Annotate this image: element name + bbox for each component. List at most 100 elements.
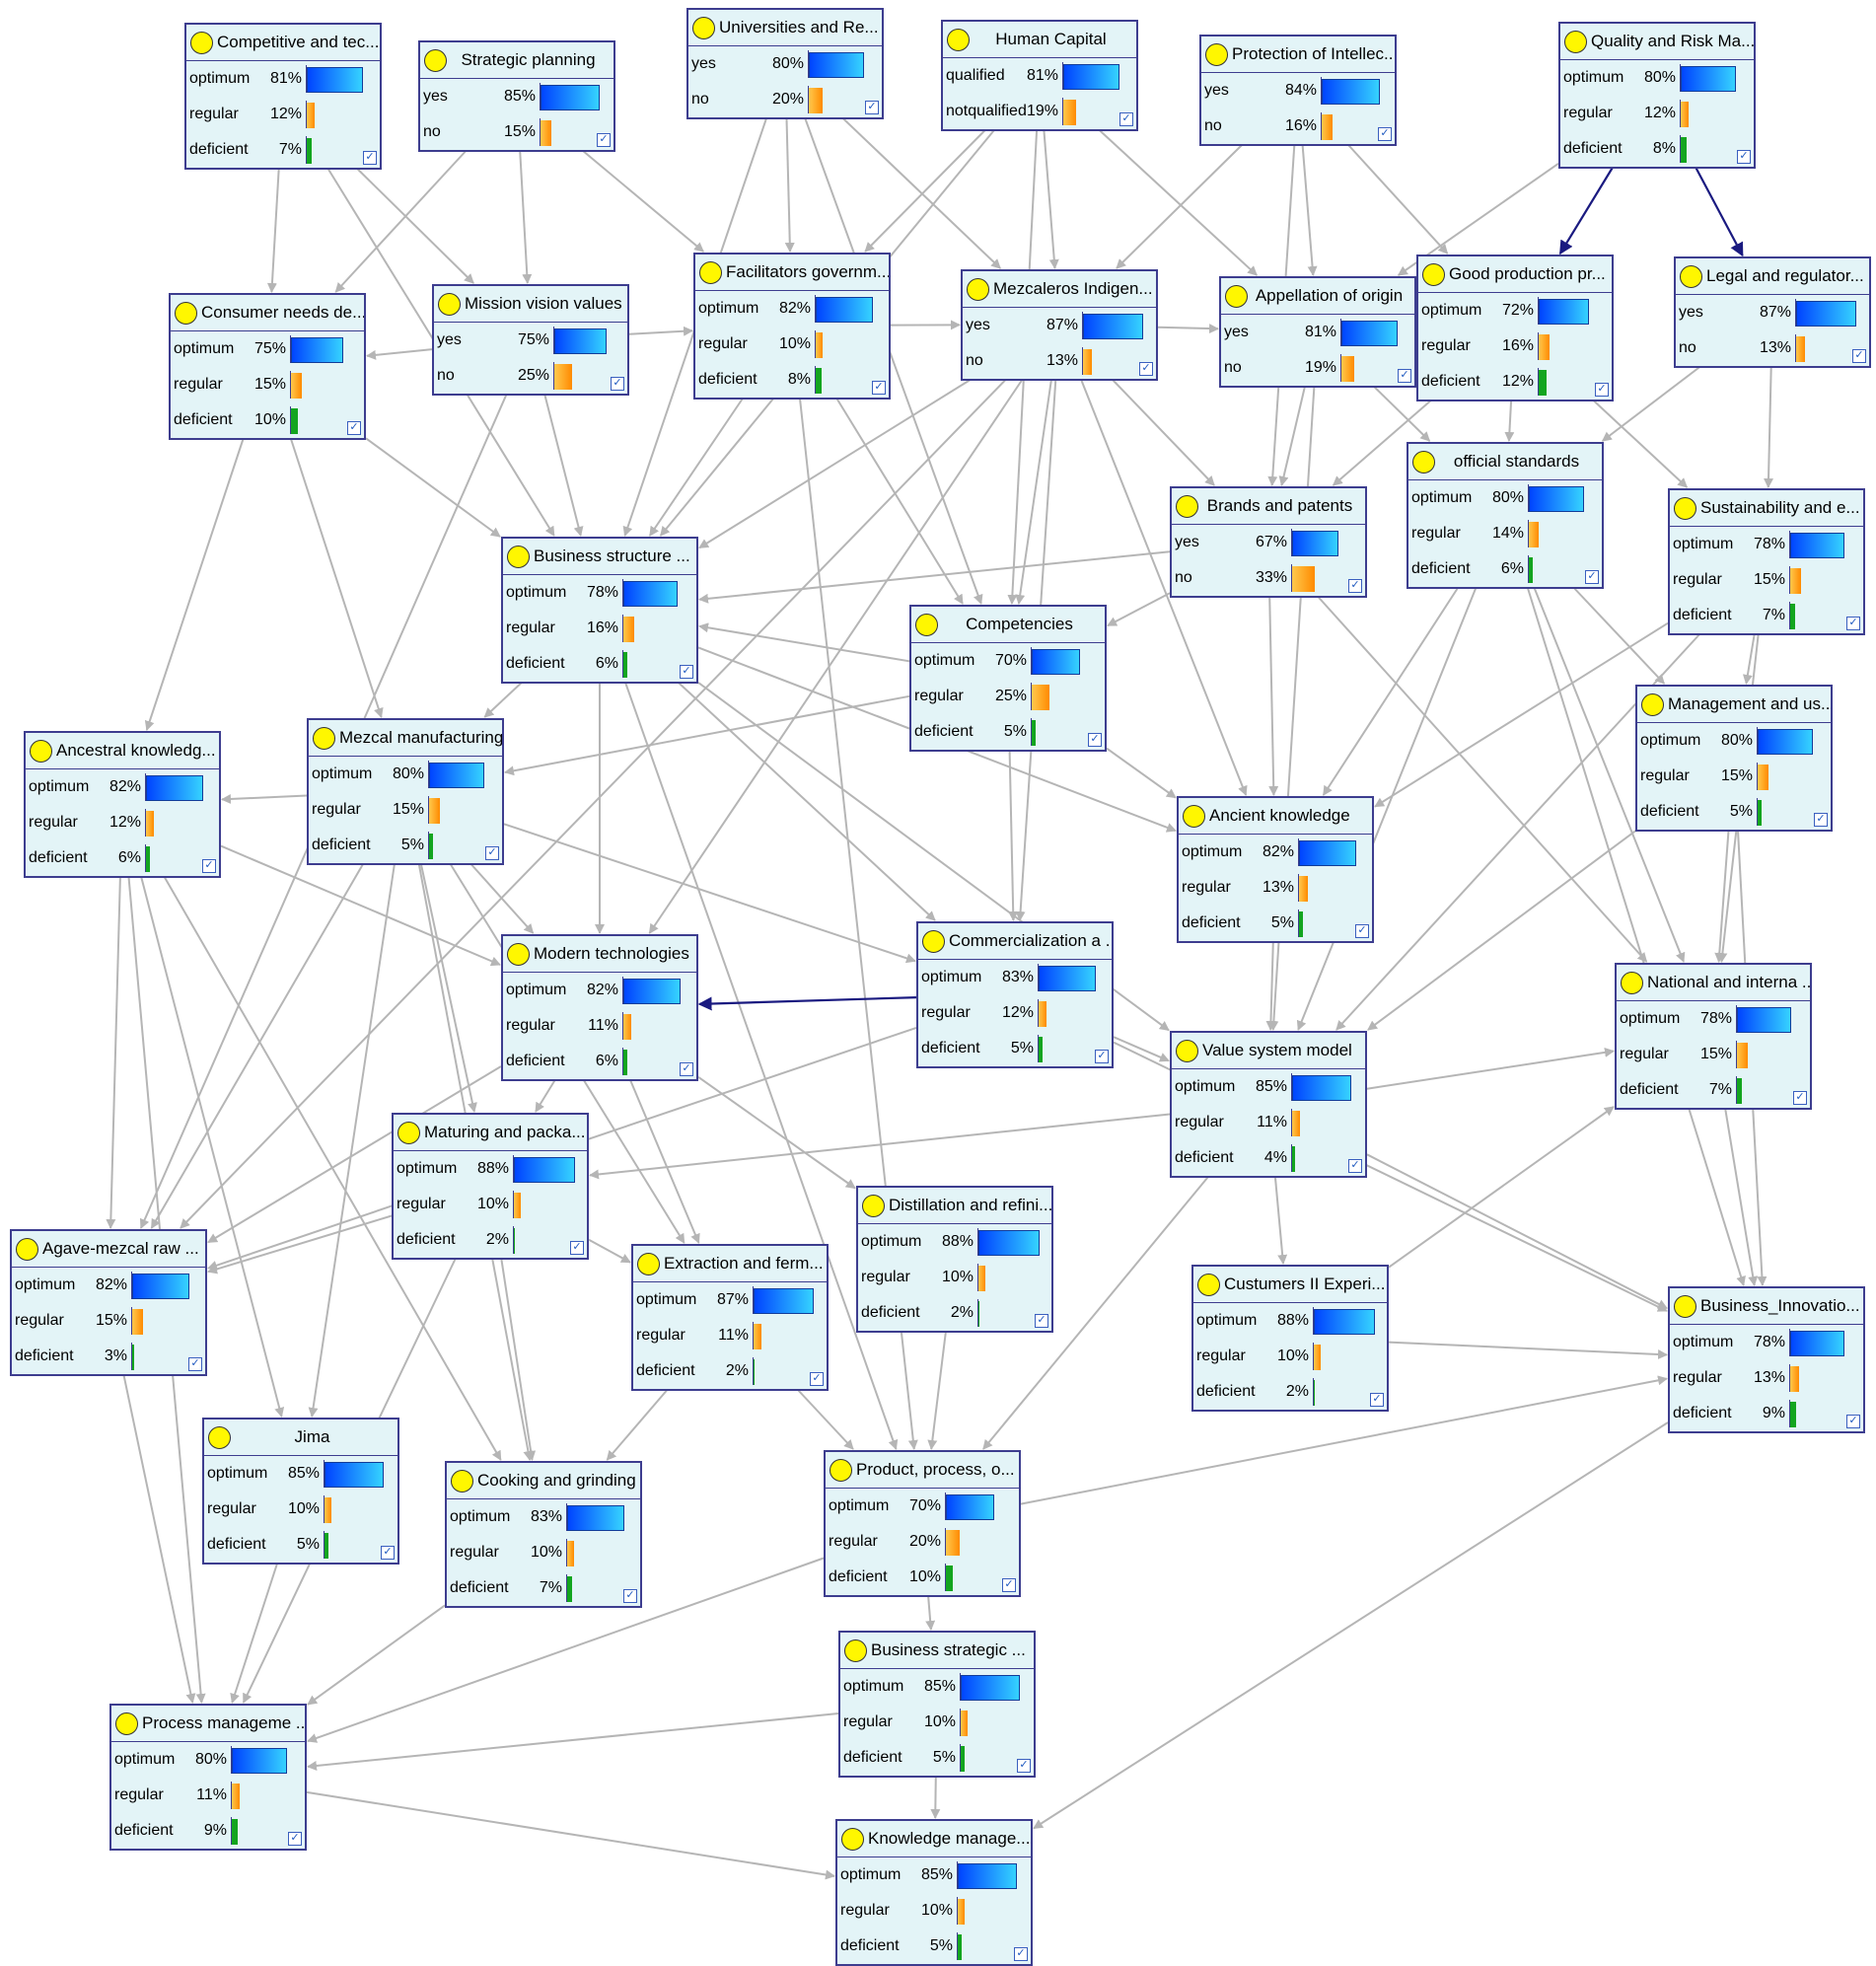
- node-title[interactable]: Value system model: [1172, 1033, 1365, 1069]
- node-title[interactable]: Brands and patents: [1172, 488, 1365, 525]
- checkbox-icon[interactable]: ✓: [485, 846, 499, 860]
- node-title[interactable]: Ancient knowledge: [1179, 798, 1372, 835]
- node-title[interactable]: Management and us...: [1637, 687, 1831, 723]
- checkbox-icon[interactable]: ✓: [1035, 1314, 1048, 1328]
- checkbox-icon[interactable]: ✓: [865, 101, 879, 114]
- node-title[interactable]: Sustainability and e...: [1670, 490, 1863, 527]
- checkbox-icon[interactable]: ✓: [1119, 112, 1133, 126]
- checkbox-icon[interactable]: ✓: [1355, 924, 1369, 938]
- checkbox-icon[interactable]: ✓: [1585, 570, 1599, 584]
- checkbox-icon[interactable]: ✓: [1378, 127, 1392, 141]
- checkbox-icon[interactable]: ✓: [872, 381, 886, 395]
- checkbox-icon[interactable]: ✓: [680, 665, 693, 679]
- checkbox-icon[interactable]: ✓: [1002, 1578, 1016, 1592]
- node-title[interactable]: Process manageme ...: [111, 1706, 305, 1742]
- node-title[interactable]: National and interna ...: [1617, 965, 1810, 1001]
- checkbox-icon[interactable]: ✓: [1370, 1393, 1384, 1407]
- node-title[interactable]: Custumers II Experi...: [1193, 1267, 1387, 1303]
- node-title[interactable]: Business structure ...: [503, 539, 696, 575]
- checkbox-icon[interactable]: ✓: [1348, 1159, 1362, 1173]
- node-title[interactable]: Strategic planning: [420, 42, 613, 79]
- checkbox-icon[interactable]: ✓: [1846, 1415, 1860, 1428]
- checkbox-icon[interactable]: ✓: [1814, 813, 1828, 827]
- node-title[interactable]: Distillation and refini...: [858, 1188, 1051, 1224]
- node-title[interactable]: Mezcal manufacturing: [309, 720, 502, 757]
- node-title[interactable]: Human Capital: [943, 22, 1136, 58]
- checkbox-icon[interactable]: ✓: [1017, 1759, 1031, 1773]
- checkbox-icon[interactable]: ✓: [570, 1241, 584, 1255]
- node-title[interactable]: Maturing and packa...: [394, 1115, 587, 1151]
- node-title[interactable]: Facilitators governm...: [695, 255, 889, 291]
- checkbox-icon[interactable]: ✓: [363, 151, 377, 165]
- node-title[interactable]: Extraction and ferm...: [633, 1246, 827, 1282]
- checkbox-icon[interactable]: ✓: [1595, 383, 1609, 397]
- node-title[interactable]: official standards: [1408, 444, 1602, 480]
- checkbox-icon[interactable]: ✓: [1793, 1091, 1807, 1105]
- checkbox-icon[interactable]: ✓: [347, 421, 361, 435]
- checkbox-icon[interactable]: ✓: [611, 377, 624, 391]
- node-title[interactable]: Agave-mezcal raw ...: [12, 1231, 205, 1268]
- node-title[interactable]: Modern technologies: [503, 936, 696, 973]
- node-title[interactable]: Quality and Risk Ma...: [1560, 24, 1754, 60]
- checkbox-icon[interactable]: ✓: [623, 1589, 637, 1603]
